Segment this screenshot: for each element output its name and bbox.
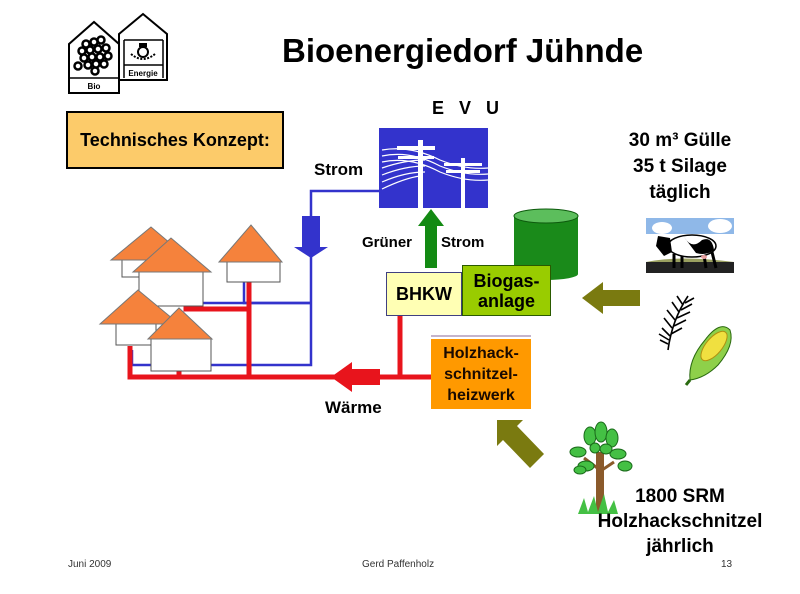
- biogas-line: anlage: [477, 290, 536, 311]
- yearly-input-line: Holzhackschnitzel: [597, 511, 763, 532]
- footer-author: Gerd Paffenholz: [362, 559, 435, 570]
- biogas-box: Biogas- anlage: [462, 265, 551, 316]
- yearly-input-line: 1800 SRM: [635, 486, 725, 507]
- daily-input-line: 30 m³ Gülle: [628, 130, 732, 151]
- bio-logo-label: Bio: [88, 82, 101, 91]
- gruener-label: Grüner: [362, 234, 413, 251]
- bhkw-label: BHKW: [396, 283, 452, 304]
- page-title: Bioenergiedorf Jühnde: [282, 32, 644, 69]
- energie-logo-icon: [118, 12, 168, 81]
- gruener-strom-label: Strom: [441, 234, 485, 251]
- biogas-line: Biogas-: [473, 270, 540, 291]
- waerme-left-arrow: [331, 362, 380, 392]
- energie-logo-label: Energie: [128, 69, 158, 78]
- daily-input-line: täglich: [649, 182, 711, 203]
- footer-date: Juni 2009: [68, 559, 112, 570]
- concept-label: Technisches Konzept:: [80, 129, 270, 150]
- holz-line: Holzhack-: [443, 344, 519, 362]
- yearly-input-line: jährlich: [646, 536, 714, 557]
- strom-label: Strom: [314, 160, 364, 179]
- corn-icon: [684, 326, 732, 386]
- daily-input-line: 35 t Silage: [633, 156, 727, 177]
- yearly-inputs-text: 1800 SRM Holzhackschnitzel jährlich: [573, 484, 787, 559]
- cow-icon: [646, 218, 734, 273]
- waerme-label: Wärme: [325, 398, 382, 417]
- bio-logo-icon: [68, 20, 120, 94]
- tree-icon: [569, 421, 633, 514]
- holz-line: heizwerk: [447, 386, 515, 404]
- footer-page-number: 13: [721, 559, 733, 570]
- gruener-strom-up-arrow: [418, 209, 444, 268]
- feed-arrow-holz: [497, 420, 544, 468]
- concept-label-box: Technisches Konzept:: [66, 111, 284, 169]
- holz-line: schnitzel-: [444, 365, 518, 383]
- daily-inputs-text: 30 m³ Gülle 35 t Silage täglich: [600, 128, 760, 206]
- house-icon: [98, 224, 284, 372]
- strom-down-arrow: [294, 216, 328, 258]
- holzhackschnitzel-heizwerk-box: Holzhack- schnitzel- heizwerk: [431, 339, 531, 409]
- bhkw-box: BHKW: [386, 272, 462, 316]
- power-lines-icon: [379, 128, 489, 208]
- grain-icon: [658, 295, 695, 351]
- evu-label: E V U: [432, 98, 505, 118]
- feed-arrow-biogas: [582, 282, 640, 314]
